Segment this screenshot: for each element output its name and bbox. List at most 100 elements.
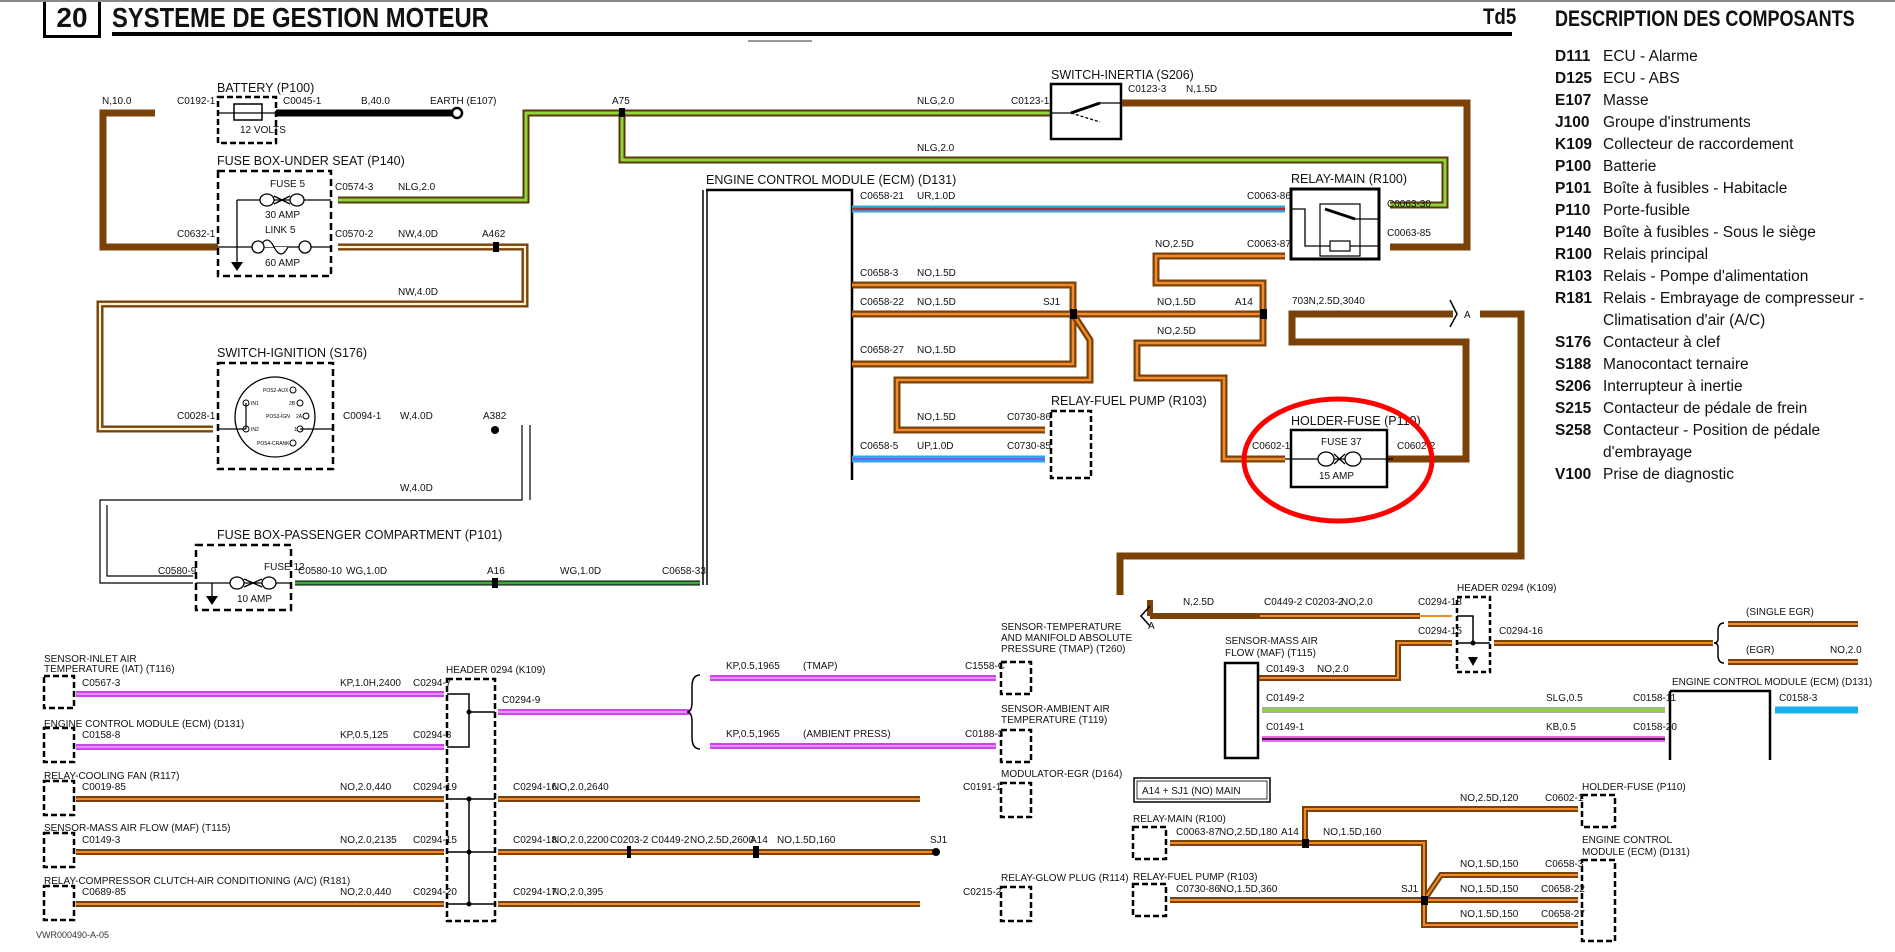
connector-label: C0567-3 [82,678,121,689]
component-label: MODULE (ECM) (D131) [1582,847,1690,858]
legend-code: D125 [1555,70,1593,87]
top-border [0,0,1895,2]
component-label: TEMPERATURE (T119) [1001,715,1107,726]
fuse-rating: 10 AMP [237,594,272,605]
component-label: TEMPERATURE (IAT) (T116) [44,664,175,675]
wire-label: N,2.5D [1183,597,1214,608]
connector-label: C0094-1 [343,411,382,422]
connector-label: C0063-87 [1247,239,1291,250]
fuse-rating: 15 AMP [1319,471,1354,482]
connector-label: C0294-16 [1499,626,1543,637]
fuse-label: FUSE 37 [1321,437,1362,448]
wire-label: 703N,2.5D,3040 [1292,296,1365,307]
legend-code: J100 [1555,114,1590,131]
legend-description: Boîte à fusibles - Sous le siège [1603,224,1816,241]
wire-label: NO,1.5D [917,345,956,356]
fuse-box-under-seat-label: FUSE BOX-UNDER SEAT (P140) [217,154,405,168]
component-label: FLOW (MAF) (T115) [1225,648,1316,659]
legend-code: P100 [1555,158,1592,175]
svg-text:IN2: IN2 [251,427,259,433]
title-rule [112,32,1512,36]
connector-label: C0658-27 [1541,909,1585,920]
legend-description: Relais - Pompe d'alimentation [1603,268,1809,285]
holder-fuse-label: HOLDER-FUSE (P110) [1291,414,1421,428]
link-rating: 60 AMP [265,258,300,269]
wire-w40 [99,425,523,584]
legend-code: S258 [1555,422,1592,439]
legend-description: Porte-fusible [1603,202,1691,219]
legend-description: ECU - ABS [1603,70,1680,87]
legend-description: Masse [1603,92,1649,109]
wire-label: SLG,0.5 [1546,693,1583,704]
wire-label: NO,1.5D,160 [777,835,836,846]
wire-label: NO,1.5D,360 [1219,884,1278,895]
wire-label: NLG,2.0 [917,96,955,107]
wire-w40-c [106,505,193,577]
splice-label: A75 [612,96,630,107]
connector-label: C0158-8 [82,730,121,741]
connector-label: C0192-1 [177,96,216,107]
relay-fuel-pump-label: RELAY-FUEL PUMP (R103) [1051,394,1207,408]
component-label: RELAY-COMPRESSOR CLUTCH-AIR CONDITIONING… [44,876,350,887]
legend-description: Groupe d'instruments [1603,114,1751,131]
wire-label: N,1.5D [1186,84,1217,95]
connector-label: C0123-1 [1011,96,1050,107]
connector-label: C0294-19 [413,782,457,793]
connector-label: C0294-7 [413,678,452,689]
wire-tag: (TMAP) [803,661,837,672]
component-label: RELAY-FUEL PUMP (R103) [1133,872,1258,883]
component-label: SENSOR-AMBIENT AIR [1001,704,1110,715]
wire-label: NO,2.0,2640 [552,782,609,793]
ecm-box [706,188,854,480]
wire-label: KP,0.5,125 [340,730,389,741]
wire-label: W,4.0D [400,483,433,494]
legend-code: V100 [1555,466,1592,483]
component-label: PRESSURE (TMAP) (T260) [1001,644,1125,655]
wire-n15 [1122,99,1471,251]
wire-label: NO,2.0,2200 [552,835,609,846]
connector-label: C0019-85 [82,782,126,793]
sub-rule [748,40,812,42]
connector-label: C0294-15 [1418,626,1462,637]
svg-text:2A: 2A [296,414,303,420]
connector-label: C0294-15 [413,835,457,846]
component-label: RELAY-MAIN (R100) [1133,814,1226,825]
wire-label: NO,2.5D [1155,239,1194,250]
connector-label: C0203-2 C0449-2 [610,835,690,846]
splice-a382 [491,426,499,434]
splice-label: A16 [487,566,505,577]
highlight-circle [1241,396,1435,524]
svg-text:IN1: IN1 [251,401,259,407]
wire-label: WG,1.0D [346,566,387,577]
wire-label: NO,1.5D,160 [1323,827,1382,838]
fuse-icon [237,193,331,207]
connector-label: C0191-1 [963,782,1002,793]
connector-label: C0028-1 [177,411,216,422]
wire-label: NW,4.0D [398,287,438,298]
svg-text:POS2-AUX: POS2-AUX [263,388,289,394]
wire-label: NO,2.5D [1157,326,1196,337]
legend-description: Contacteur de pédale de frein [1603,400,1808,417]
relay-main-label: RELAY-MAIN (R100) [1291,172,1407,186]
legend-code: S188 [1555,356,1592,373]
legend-title: DESCRIPTION DES COMPOSANTS [1555,6,1855,31]
splice-label: SJ1 [1401,884,1419,895]
splice-label: A14 [1281,827,1299,838]
connector-label: C0045-1 [283,96,322,107]
wire-label: N,10.0 [102,96,132,107]
wire-label: NO,2.0 [1317,664,1349,675]
legend-description: Relais - Embrayage de compresseur - Clim… [1603,290,1865,329]
battery-voltage: 12 VOLTS [240,125,286,136]
splice-label: A14 [1235,297,1253,308]
connector-label: C0149-1 [1266,722,1305,733]
figure-reference: VWR000490-A-05 [36,930,110,940]
legend-item: J100 Groupe d'instruments [1555,112,1895,134]
splice-label: SJ1 [930,835,948,846]
fuse-box-passenger-label: FUSE BOX-PASSENGER COMPARTMENT (P101) [217,528,502,542]
